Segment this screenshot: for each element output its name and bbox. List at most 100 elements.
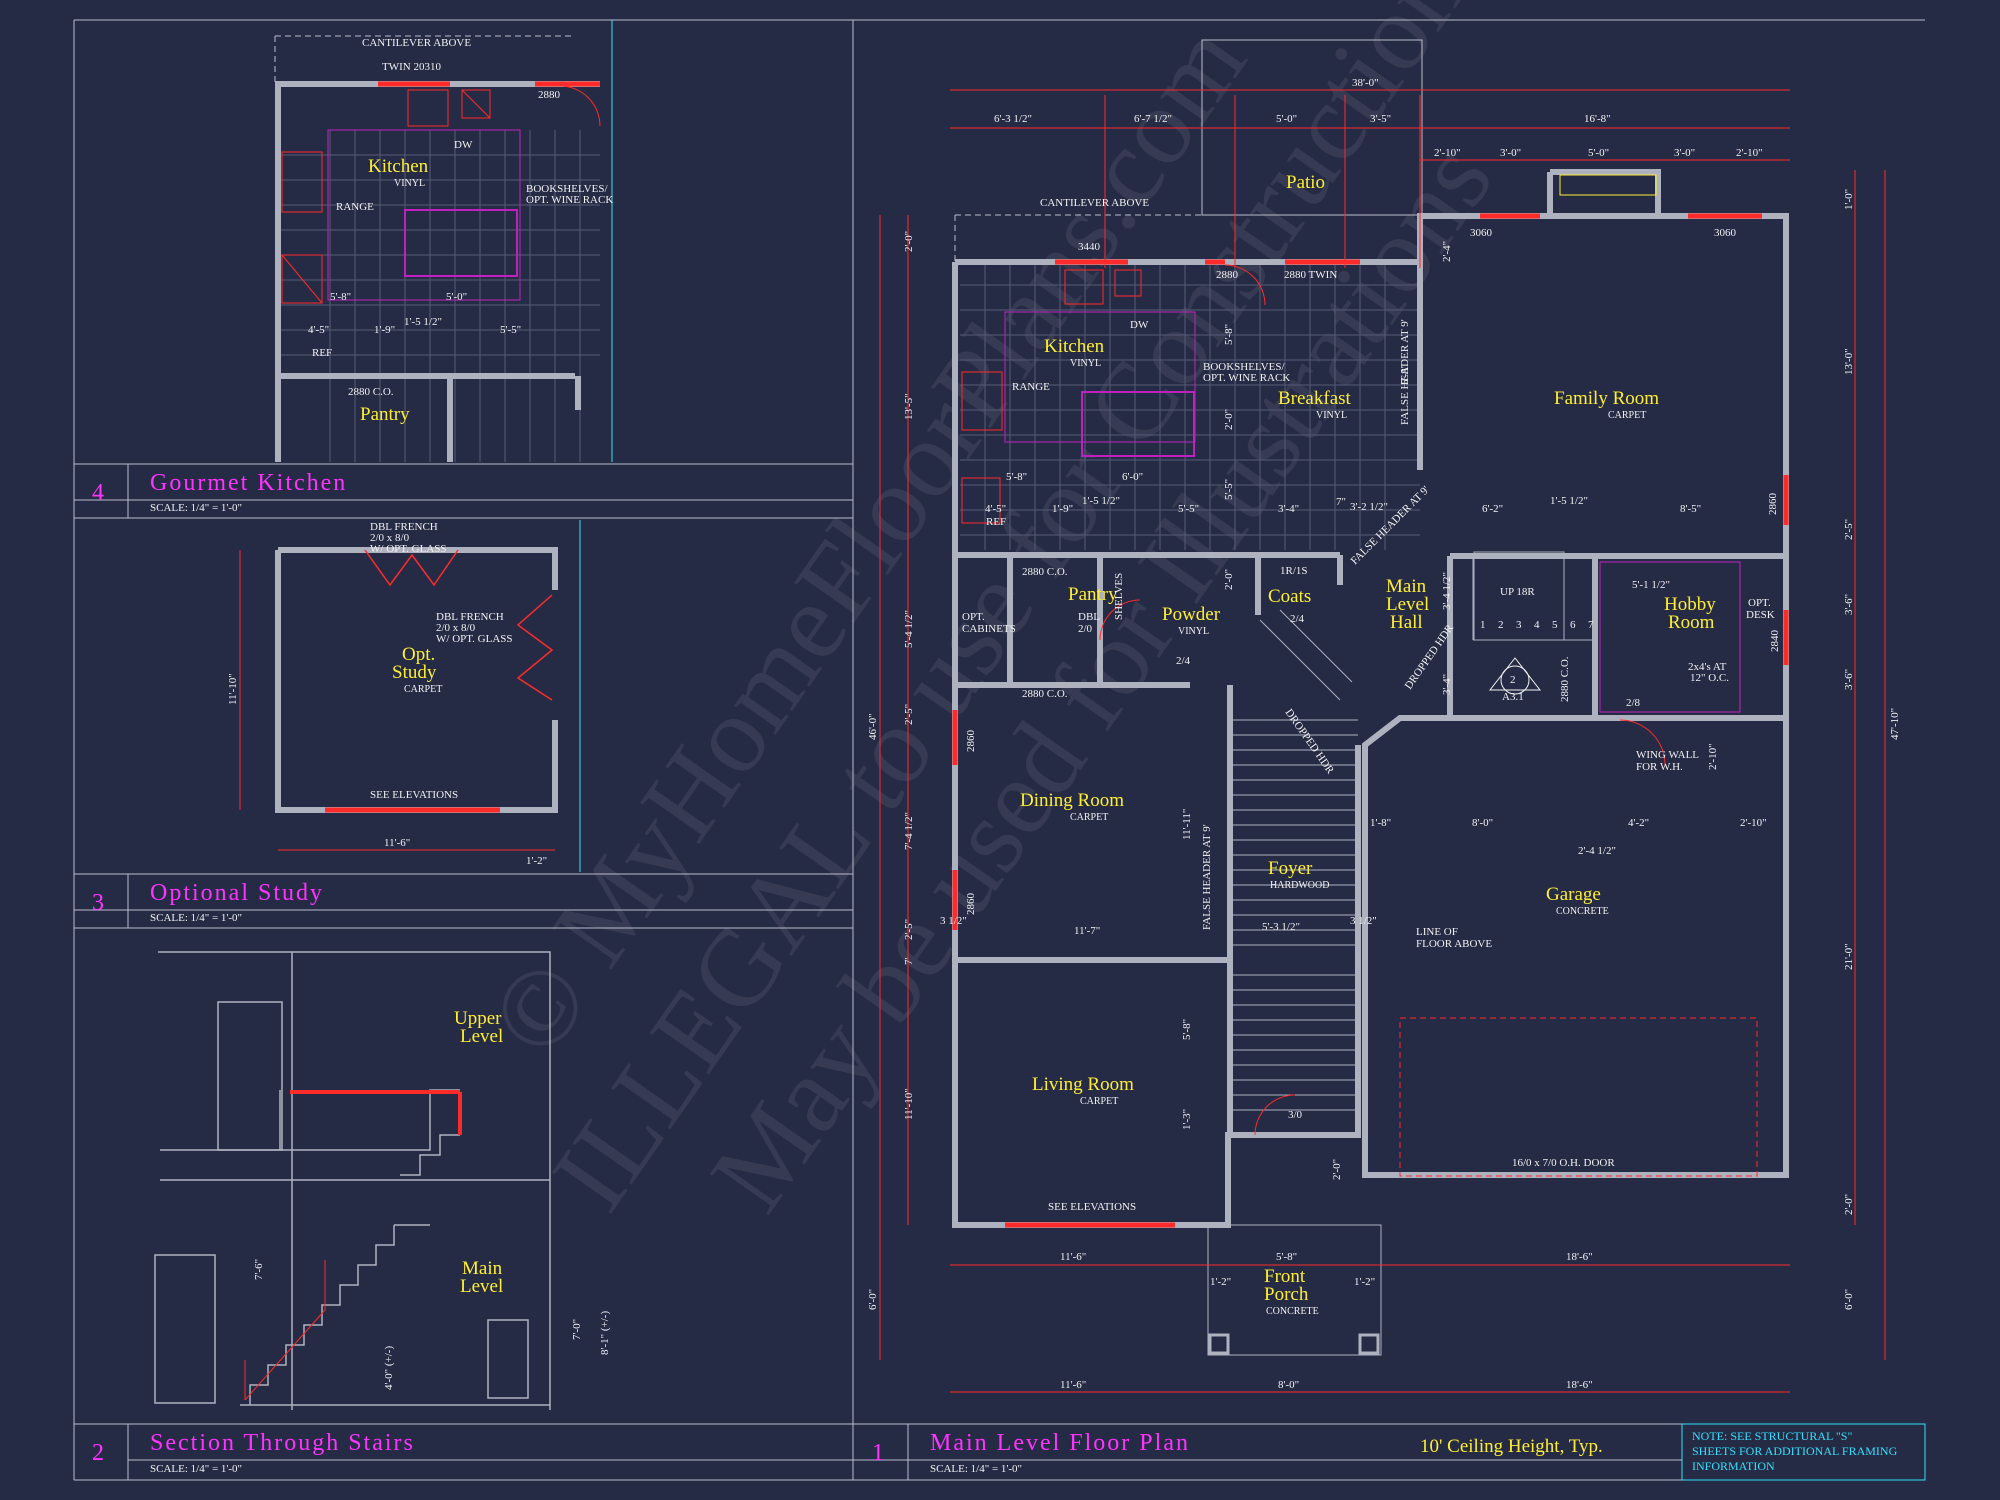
hobby-room-label-2: Room [1668, 612, 1715, 633]
dim-misc: 3'-4" [1278, 503, 1299, 515]
patio-label: Patio [1286, 172, 1325, 193]
dim-left: 13'-5" [903, 393, 915, 420]
dim-family: 3'-0" [1500, 147, 1521, 159]
pantry-door-size: 2/0 [1078, 623, 1093, 635]
window-3440: 3440 [1078, 241, 1101, 253]
porch-floor-finish: CONCRETE [1266, 1306, 1319, 1317]
kitchen-window-label: TWIN 20310 [382, 61, 441, 73]
false-header-label: FALSE HEADER AT 9' [1399, 319, 1411, 425]
stair-step: 4 [1534, 619, 1540, 631]
detail-scale: SCALE: 1/4" = 1'-0" [150, 1463, 242, 1475]
dim-misc: 1'-2" [1210, 1276, 1231, 1288]
dim-overall-width: 38'-0" [1352, 77, 1379, 89]
pantry-room-name: Pantry [1068, 584, 1118, 605]
dropped-header-label: DROPPED HDR [1283, 707, 1337, 777]
study-side-door-label-2: 2/0 x 8/0 [436, 622, 476, 634]
wing-wall-label-2: FOR W.H. [1636, 761, 1683, 773]
bookshelves-label: BOOKSHELVES/ [1203, 361, 1285, 373]
coats-door: 2/4 [1290, 613, 1305, 625]
range-label: RANGE [1012, 381, 1050, 393]
family-floor-finish: CARPET [1608, 410, 1646, 421]
opt-desk-label-2: DESK [1746, 609, 1775, 621]
main-hall-label-3: Hall [1390, 612, 1423, 633]
dim-misc: 11'-11" [1181, 809, 1193, 840]
detail-number: 3 [92, 890, 104, 916]
dining-room-name: Dining Room [1020, 790, 1124, 811]
dim-right: 6'-0" [1843, 1289, 1855, 1310]
detail-title: Optional Study [150, 880, 324, 906]
powder-door: 2/4 [1176, 655, 1191, 667]
kitchen-dim: 1'-9" [374, 324, 395, 336]
structural-note-line-3: INFORMATION [1692, 1459, 1775, 1473]
title-block-optional-study: 3 Optional Study SCALE: 1/4" = 1'-0" [92, 880, 324, 924]
dim-misc: 3'-4 1/2" [1441, 572, 1453, 610]
dim-left: 7'-4 1/2" [903, 812, 915, 850]
section-dim: 7'-6" [253, 1259, 265, 1280]
window-2840: 2840 [1769, 630, 1781, 653]
title-block-gourmet-kitchen: 4 Gourmet Kitchen SCALE: 1/4" = 1'-0" [92, 470, 345, 514]
window-2860: 2860 [965, 730, 977, 753]
coats-closet-name: Coats [1268, 586, 1311, 607]
kitchen-dim: 5'-8" [330, 291, 351, 303]
main-hall-label-2: Level [1386, 594, 1429, 615]
ref-label: REF [986, 516, 1006, 528]
dim-left: 6'-0" [867, 1289, 879, 1310]
optional-study-detail: DBL FRENCH 2/0 x 8/0 W/ OPT. GLASS DBL F… [227, 520, 581, 872]
detail-title: Section Through Stairs [150, 1430, 415, 1456]
sheet-frame [73, 19, 1925, 1481]
dim-misc: 1'-5 1/2" [1082, 495, 1120, 507]
dim-family: 3'-0" [1674, 147, 1695, 159]
dim-misc: 11'-7" [1074, 925, 1100, 937]
study-door-label-1: DBL FRENCH [370, 521, 438, 533]
dim-overall-right: 47'-10" [1889, 708, 1901, 740]
kitchen-dim: 5'-0" [446, 291, 467, 303]
stair-step: 1 [1480, 619, 1486, 631]
living-elevations-note: SEE ELEVATIONS [1048, 1201, 1136, 1213]
dim-right: 1'-0" [1843, 189, 1855, 210]
window-3060-right: 3060 [1714, 227, 1737, 239]
detail-number: 2 [92, 1440, 104, 1466]
dim-misc: 4'-2" [1628, 817, 1649, 829]
hobby-opening: 2880 C.O. [1559, 656, 1571, 702]
family-room-name: Family Room [1554, 388, 1659, 409]
false-header-label: FALSE HEADER AT 9' [1201, 824, 1213, 930]
kitchen-wine-rack-label: OPT. WINE RACK [526, 194, 613, 206]
dim-bottom: 5'-8" [1276, 1251, 1297, 1263]
section-tag-sheet: A3.1 [1502, 691, 1524, 703]
dim-top: 6'-7 1/2" [1134, 113, 1172, 125]
dim-misc: 5'-8" [1006, 471, 1027, 483]
hobby-room-label-1: Hobby [1664, 594, 1716, 615]
dim-bottom: 11'-6" [1060, 1251, 1086, 1263]
study-opt-label: Opt. [402, 644, 435, 665]
dim-misc: 8'-0" [1472, 817, 1493, 829]
dim-right: 3'-6" [1843, 594, 1855, 615]
main-hall-label-1: Main [1386, 576, 1427, 597]
gourmet-kitchen-detail: CANTILEVER ABOVE TWIN 20310 2880 Kitchen… [274, 20, 613, 462]
kitchen-ref-label: REF [312, 347, 332, 359]
garage-door-label: 16/0 x 7/0 O.H. DOOR [1512, 1157, 1615, 1169]
dim-left: 2'-0" [903, 231, 915, 252]
wine-rack-label: OPT. WINE RACK [1203, 372, 1290, 384]
dim-misc: 2'-4 1/2" [1578, 845, 1616, 857]
section-main-label-2: Level [460, 1276, 503, 1297]
dim-left: 2'-5" [903, 704, 915, 725]
kitchen-pantry-name: Pantry [360, 404, 410, 425]
dim-misc: 1'-2" [1354, 1276, 1375, 1288]
living-room-name: Living Room [1032, 1074, 1134, 1095]
section-main-label-1: Main [462, 1258, 503, 1279]
front-door: 3/0 [1288, 1109, 1303, 1121]
dim-left: 2'-5" [903, 919, 915, 940]
dim-misc: 2'-4" [1441, 241, 1453, 262]
dim-misc: 5'-3 1/2" [1262, 921, 1300, 933]
dim-misc: 5'-1 1/2" [1632, 579, 1670, 591]
title-block-main-level: 1 Main Level Floor Plan SCALE: 1/4" = 1'… [872, 1423, 1926, 1481]
kitchen-floor-finish: VINYL [394, 178, 425, 189]
dim-bottom: 11'-6" [1060, 1379, 1086, 1391]
garage-room-name: Garage [1546, 884, 1601, 905]
powder-room-name: Powder [1162, 604, 1221, 625]
stair-section-detail: Upper Level Main Level 7'-6" 7'-0" 4'-0"… [154, 951, 611, 1410]
dim-top: 5'-0" [1276, 113, 1297, 125]
dishwasher-label: DW [1130, 319, 1149, 331]
pantry-door-dbl: DBL [1078, 611, 1100, 623]
dim-misc: 4'-5" [985, 503, 1006, 515]
